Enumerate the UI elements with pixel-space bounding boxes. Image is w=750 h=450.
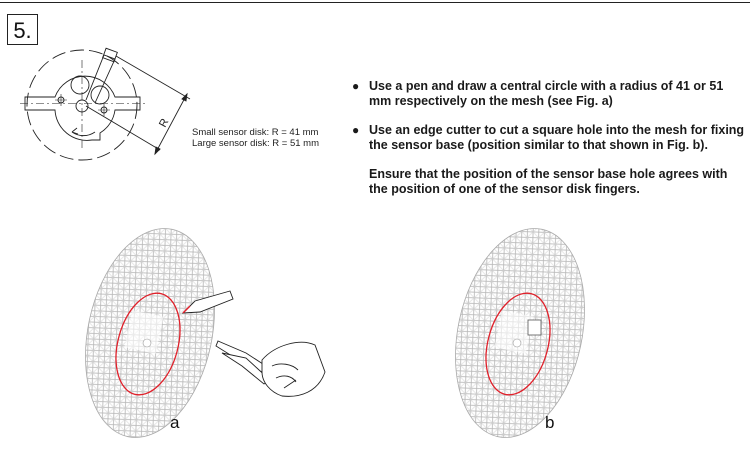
top-rule — [0, 2, 750, 3]
bullet-icon: ● — [352, 79, 360, 93]
instruction-item: ● Use an edge cutter to cut a square hol… — [352, 123, 747, 153]
step-number: 5. — [7, 14, 38, 45]
instructions: ● Use a pen and draw a central circle wi… — [352, 79, 747, 197]
pen-icon — [181, 290, 234, 314]
figure-a-mesh — [85, 228, 215, 438]
figure-b-mesh — [455, 228, 585, 438]
instruction-text: Use a pen and draw a central circle with… — [369, 79, 724, 108]
figure-b-label: b — [545, 413, 555, 432]
sensor-base-hole — [527, 319, 542, 336]
figure-a-label: a — [170, 413, 180, 432]
bullet-icon: ● — [352, 123, 360, 137]
edge-cutter-hand-icon — [215, 340, 326, 397]
instruction-item: ● Use a pen and draw a central circle wi… — [352, 79, 747, 109]
instruction-text: Use an edge cutter to cut a square hole … — [369, 123, 745, 152]
legend-small-disk: Small sensor disk: R = 41 mm — [192, 127, 319, 138]
sensor-radius-legend: Small sensor disk: R = 41 mm Large senso… — [192, 127, 319, 149]
instruction-note: Ensure that the position of the sensor b… — [369, 167, 728, 196]
legend-large-disk: Large sensor disk: R = 51 mm — [192, 138, 319, 149]
sensor-disk-diagram: R — [20, 47, 191, 161]
